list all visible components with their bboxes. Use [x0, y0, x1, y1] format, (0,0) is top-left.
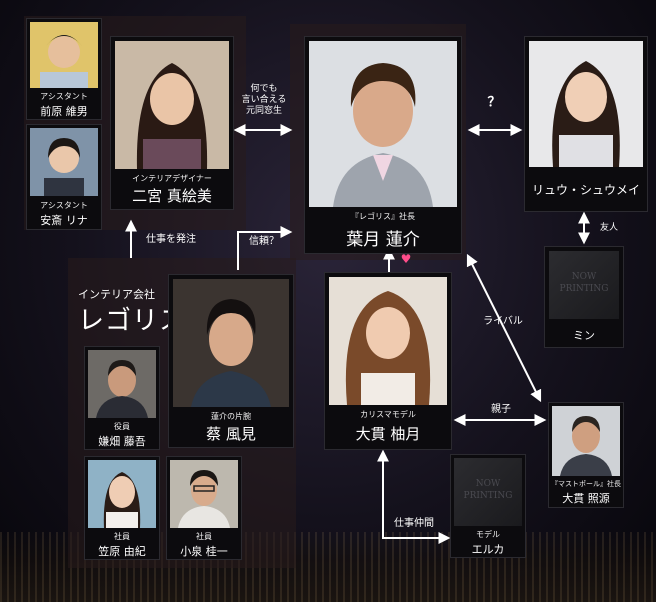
character-card-erika[interactable]: NOW PRINTING モデル エルカ: [450, 454, 526, 558]
connection-label-classmates: 何でも 言い合える 元同窓生: [241, 84, 287, 116]
role-koizumi: 社員: [196, 532, 212, 541]
portrait-hazuki: [309, 41, 457, 207]
name-ryu: リュウ・シュウメイ: [531, 183, 640, 197]
role-sai: 蓮介の片腕: [211, 412, 251, 421]
name-ohnuki-shogen: 大貫 照源: [562, 492, 610, 505]
company-label: インテリア会社: [78, 288, 155, 301]
character-card-sai[interactable]: 蓮介の片腕 蔡 風見: [168, 274, 294, 448]
character-card-maehara[interactable]: アシスタント 前原 維男: [26, 18, 102, 120]
connection-label-work: 仕事仲間: [394, 518, 434, 529]
portrait-placeholder-min: NOW PRINTING: [549, 251, 619, 319]
name-kasahara: 笠原 由紀: [98, 545, 146, 558]
character-card-ohnuki-shogen[interactable]: 『マストポール』社長 大貫 照源: [548, 402, 624, 508]
portrait-ryu: [529, 41, 643, 167]
character-card-koizumi[interactable]: 社員 小泉 桂一: [166, 456, 242, 560]
name-koizumi: 小泉 桂一: [180, 545, 228, 558]
portrait-ohnuki-yuzuki: [329, 277, 447, 405]
name-maehara: 前原 維男: [40, 105, 88, 118]
connection-label-question: ？: [487, 95, 501, 110]
connection-label-rival: ライバル: [483, 316, 523, 327]
portrait-ninomiya: [115, 41, 229, 169]
character-card-kanehata[interactable]: 役員 嫌畑 藤吾: [84, 346, 160, 450]
role-ohnuki-yuzuki: カリスマモデル: [360, 410, 416, 419]
role-ninomiya: インテリアデザイナー: [132, 174, 212, 183]
role-anzai: アシスタント: [40, 201, 88, 210]
role-erika: モデル: [476, 530, 500, 539]
role-kasahara: 社員: [114, 532, 130, 541]
character-card-ohnuki-yuzuki[interactable]: カリスマモデル 大貫 柚月: [324, 272, 452, 450]
connection-label-friend: 友人: [599, 223, 618, 233]
character-card-hazuki[interactable]: 『レゴリス』社長 葉月 蓮介: [304, 36, 462, 254]
portrait-kasahara: [88, 460, 156, 528]
portrait-placeholder-erika: NOW PRINTING: [454, 458, 522, 526]
character-card-min[interactable]: NOW PRINTING ミン: [544, 246, 624, 348]
character-card-ninomiya[interactable]: インテリアデザイナー 二宮 真絵美: [110, 36, 234, 210]
name-kanehata: 嫌畑 藤吾: [98, 435, 146, 448]
portrait-anzai: [30, 128, 98, 196]
role-hazuki: 『レゴリス』社長: [351, 212, 415, 221]
connection-label-trust: 信頼？: [249, 236, 279, 247]
role-kanehata: 役員: [114, 422, 130, 431]
name-sai: 蔡 風見: [206, 425, 256, 443]
name-ninomiya: 二宮 真絵美: [132, 187, 212, 205]
name-anzai: 安斎 リナ: [40, 214, 88, 227]
role-maehara: アシスタント: [40, 92, 88, 101]
name-hazuki: 葉月 蓮介: [346, 230, 420, 250]
character-card-anzai[interactable]: アシスタント 安斎 リナ: [26, 124, 102, 230]
heart-icon: ♥: [400, 252, 412, 266]
portrait-ohnuki-shogen: [552, 406, 620, 476]
portrait-maehara: [30, 22, 98, 88]
portrait-sai: [173, 279, 289, 407]
role-ohnuki-shogen: 『マストポール』社長: [551, 480, 621, 488]
character-card-kasahara[interactable]: 社員 笠原 由紀: [84, 456, 160, 560]
name-min: ミン: [573, 329, 595, 342]
name-erika: エルカ: [471, 543, 505, 556]
character-card-ryu[interactable]: リュウ・シュウメイ: [524, 36, 648, 212]
name-ohnuki-yuzuki: 大貫 柚月: [355, 425, 421, 443]
connection-label-parent: 親子: [491, 404, 511, 415]
company-name: レゴリス: [78, 306, 187, 336]
connection-label-order: 仕事を発注: [146, 234, 196, 245]
portrait-kanehata: [88, 350, 156, 418]
portrait-koizumi: [170, 460, 238, 528]
